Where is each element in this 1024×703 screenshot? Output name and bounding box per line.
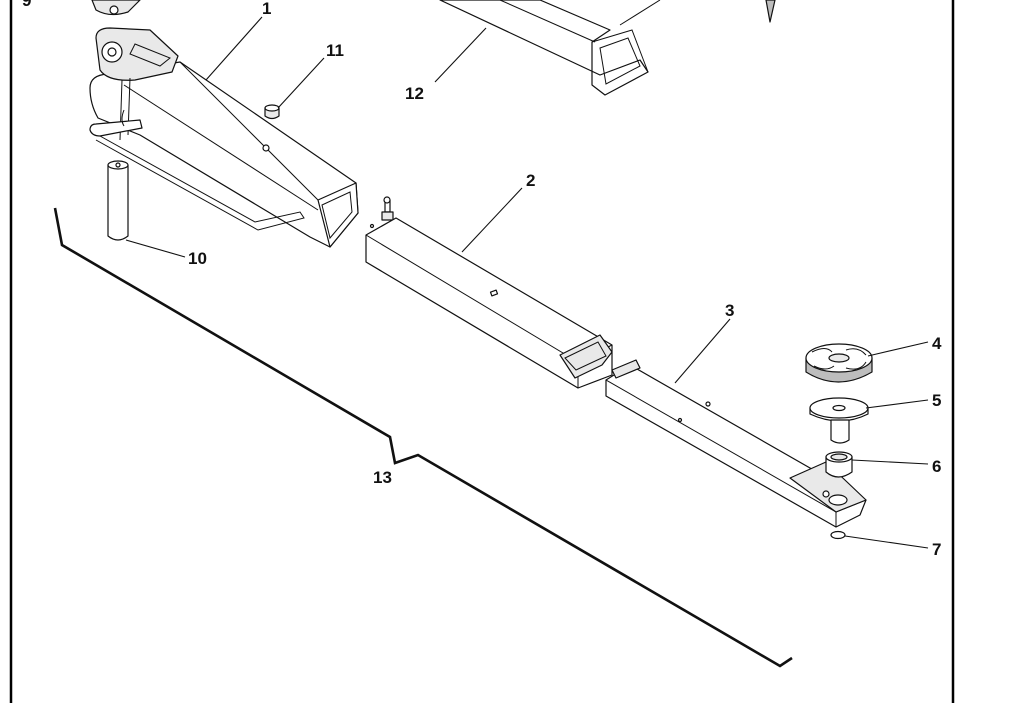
callout-1: 1 [262, 0, 271, 18]
callout-10: 10 [188, 249, 207, 268]
callout-7: 7 [932, 540, 941, 559]
callout-labels: 9 1 11 12 2 10 3 4 5 6 13 7 [22, 0, 942, 559]
part-6-bushing [825, 451, 853, 478]
top-partial-parts [91, 0, 776, 96]
callout-11: 11 [326, 41, 344, 60]
callout-5: 5 [932, 391, 941, 410]
callout-9: 9 [22, 0, 31, 10]
part-3-flat-bar [605, 359, 867, 528]
callout-4: 4 [932, 334, 942, 353]
assembly-13-bracket [53, 207, 793, 668]
page-frame [9, 0, 955, 703]
part-7-ring [830, 530, 846, 540]
callout-13: 13 [373, 468, 392, 487]
bolt [381, 196, 394, 221]
part-4-rubber-pad [805, 343, 873, 383]
callout-2: 2 [526, 171, 535, 190]
part-10-pin [107, 160, 129, 241]
part-1-arm [89, 27, 359, 248]
leader-lines [125, 16, 929, 549]
callout-3: 3 [725, 301, 734, 320]
part-11-plug [264, 104, 280, 120]
callout-6: 6 [932, 457, 941, 476]
part-5-pad-holder [809, 397, 869, 444]
callout-12: 12 [405, 84, 424, 103]
part-2-extension [365, 217, 613, 389]
